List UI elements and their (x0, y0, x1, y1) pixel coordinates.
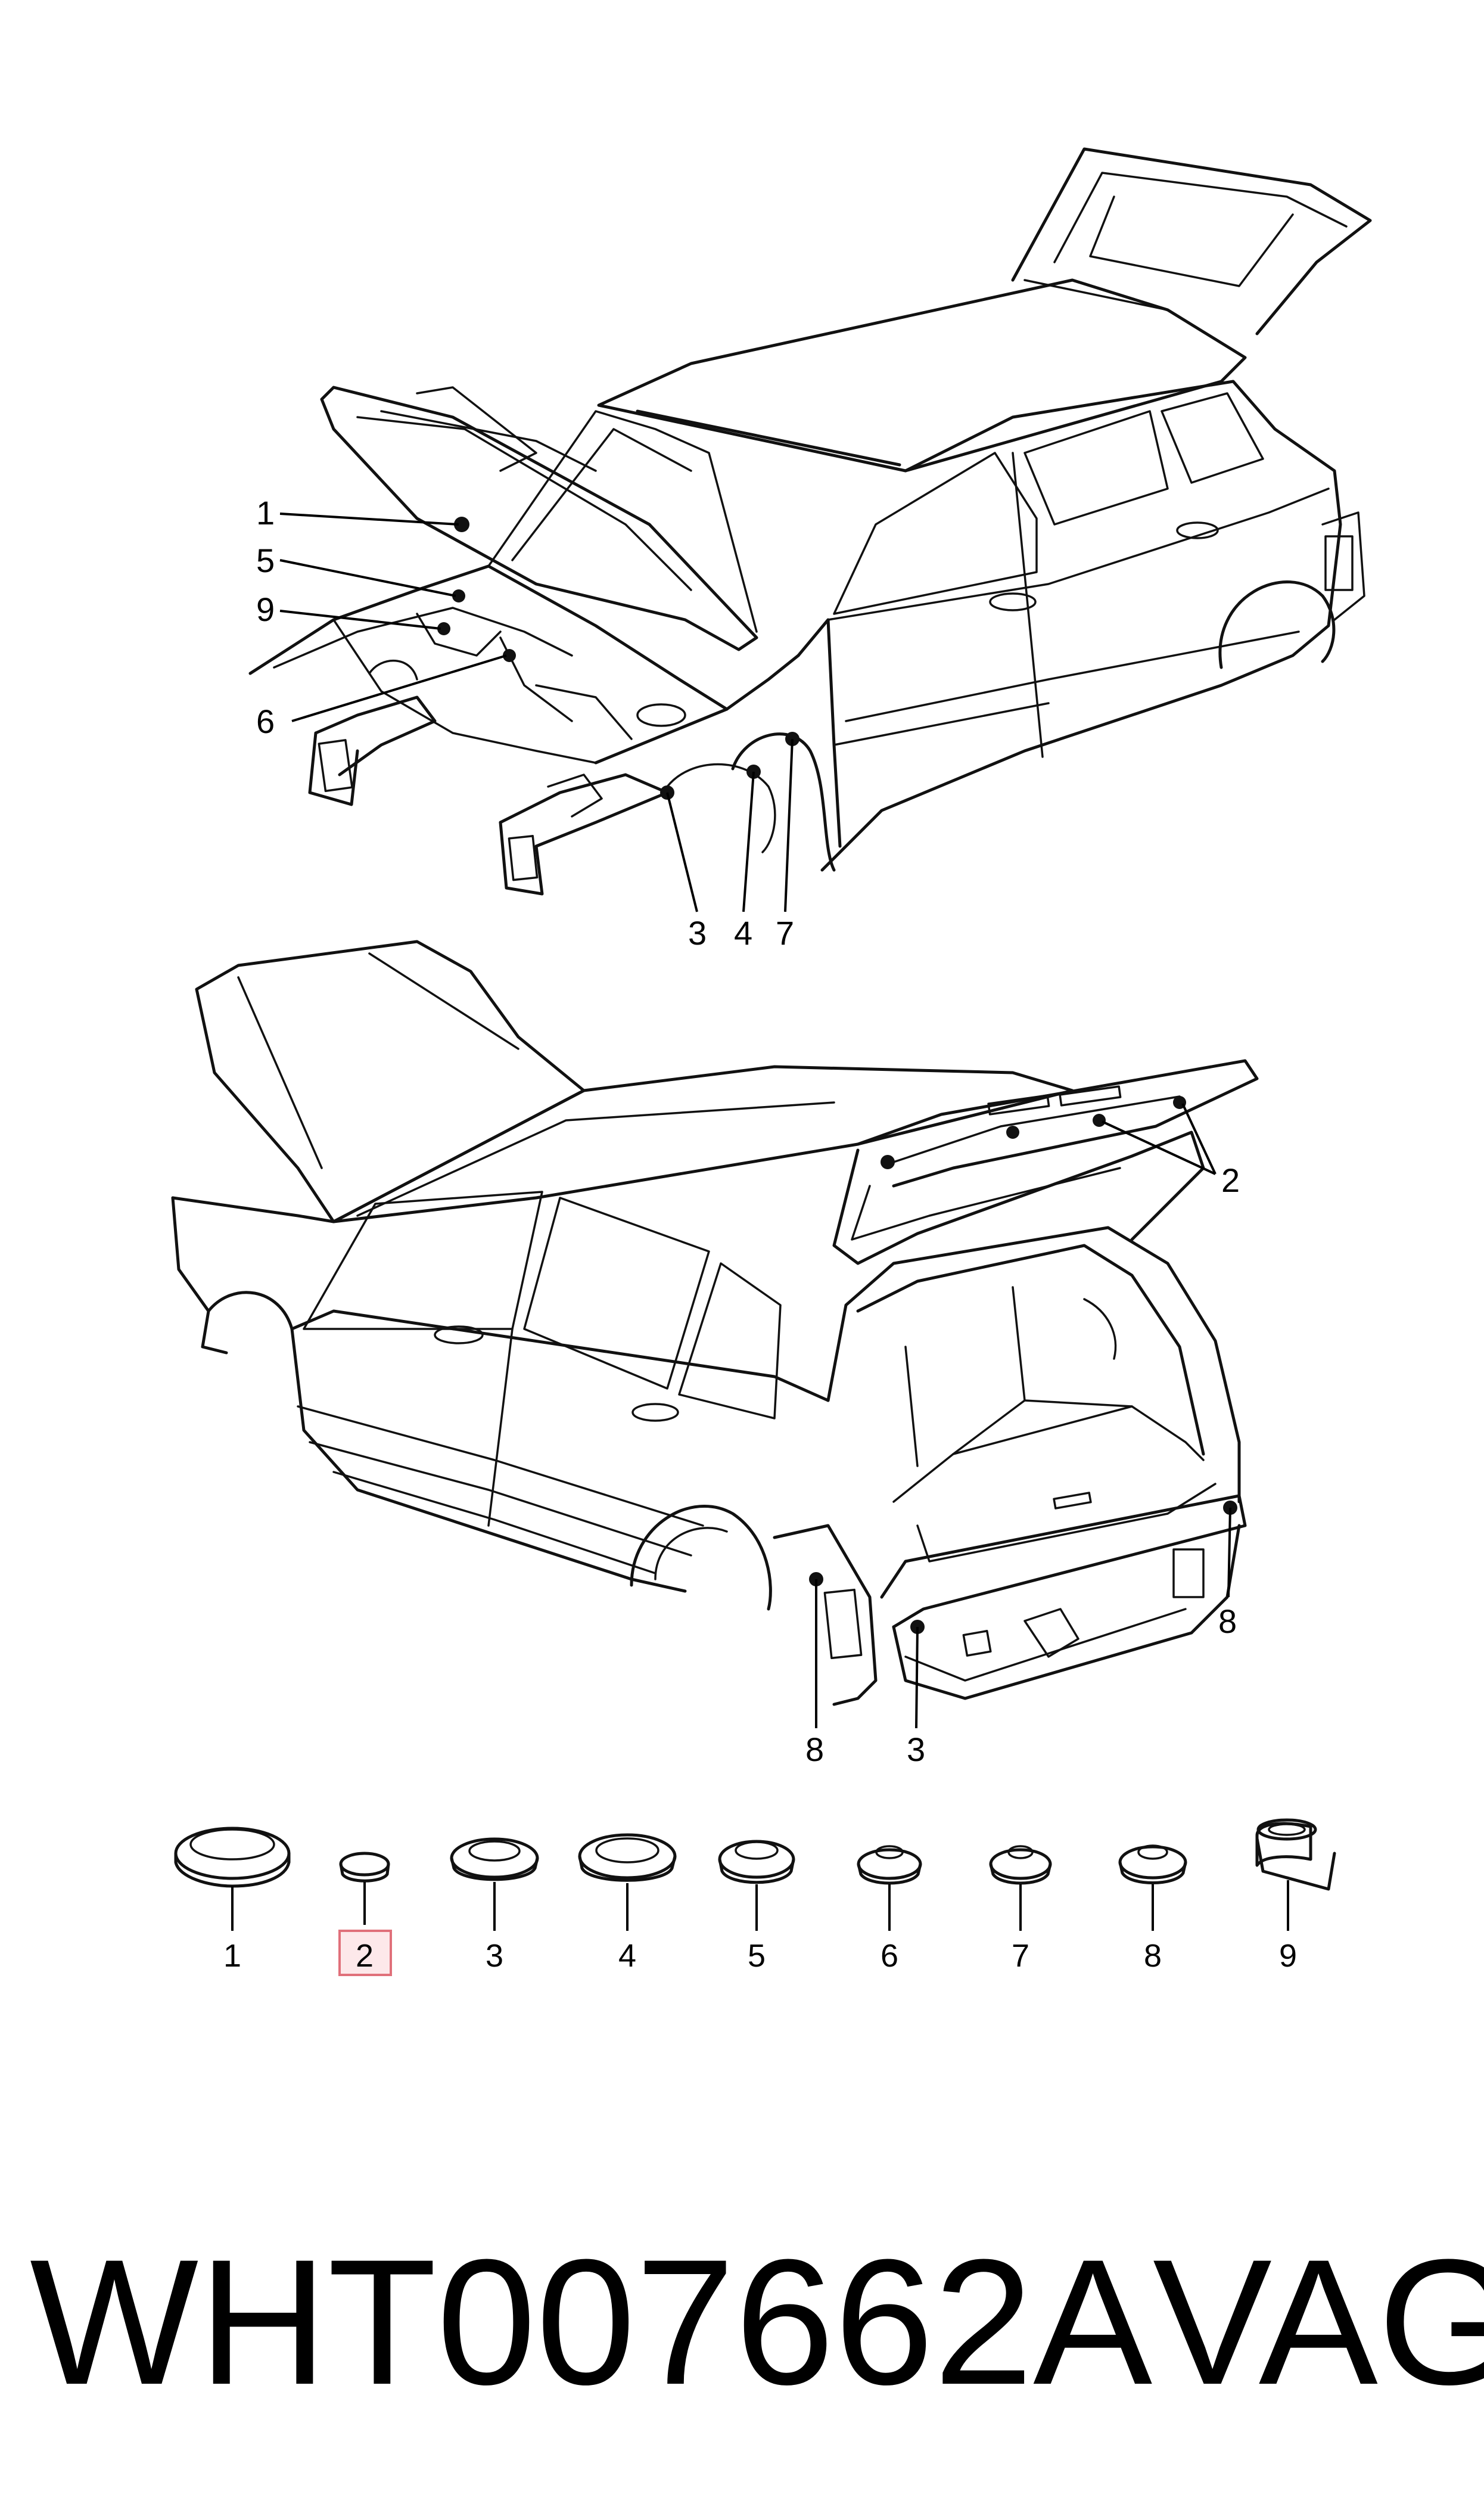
callout-4-top: 4 (734, 914, 752, 952)
brand-name: VAG (1153, 2222, 1484, 2422)
callout-5-top: 5 (256, 542, 275, 579)
grommet-3-icon (450, 1837, 539, 1931)
grommet-1-icon (174, 1827, 291, 1931)
callout-8-bottom-right: 8 (1218, 1602, 1237, 1640)
legend-label-1: 1 (223, 1938, 241, 1974)
callout-3-top: 3 (688, 914, 707, 952)
part-number: WHT007662A (30, 2222, 1153, 2422)
plug-2-icon (339, 1852, 390, 1925)
legend-label-2: 2 (356, 1938, 374, 1974)
legend-label-3: 3 (486, 1938, 503, 1974)
tape-roll-9-icon (1255, 1818, 1336, 1931)
callout-2-bottom: 2 (1221, 1161, 1240, 1199)
legend-label-4: 4 (618, 1938, 636, 1974)
callout-8-bottom-left: 8 (805, 1731, 824, 1768)
callout-9-top: 9 (256, 591, 275, 628)
legend-label-6: 6 (881, 1938, 898, 1974)
callout-3-bottom: 3 (907, 1731, 925, 1768)
callout-1-top: 1 (256, 494, 275, 532)
callout-leaders-top (279, 513, 794, 912)
vehicle-front-view (248, 147, 1372, 896)
legend-label-8: 8 (1144, 1938, 1162, 1974)
grommet-8-icon (1118, 1844, 1187, 1931)
grommet-5-icon (718, 1840, 795, 1931)
parts-legend (174, 1818, 1336, 1931)
grommet-6-icon (857, 1845, 922, 1931)
highlight-box-item-2 (338, 1930, 392, 1976)
vehicle-rear-view (171, 940, 1259, 1706)
legend-label-5: 5 (748, 1938, 766, 1974)
grommet-7-icon (989, 1845, 1052, 1931)
callout-leaders-bottom (815, 1103, 1231, 1729)
legend-label-9: 9 (1279, 1938, 1297, 1974)
callout-6-top: 6 (256, 703, 275, 740)
legend-label-7: 7 (1012, 1938, 1029, 1974)
grommet-4-icon (578, 1833, 677, 1931)
callout-7-top: 7 (776, 914, 794, 952)
